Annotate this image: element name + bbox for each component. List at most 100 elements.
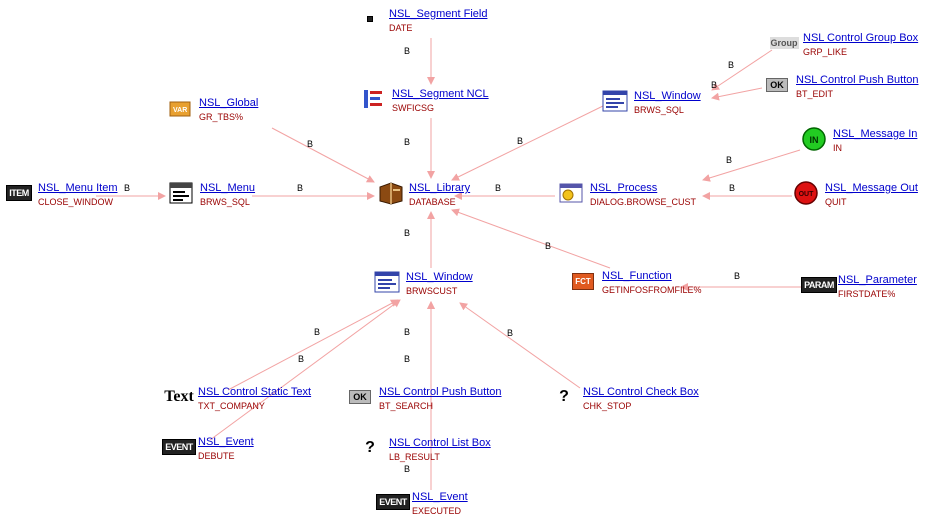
- event-icon: EVENT: [162, 436, 196, 458]
- node-value: BRWSCUST: [406, 286, 458, 296]
- window-icon: [374, 271, 400, 293]
- node-value: IN: [833, 143, 842, 153]
- edge-arrow: [711, 87, 763, 101]
- node-value: CLOSE_WINDOW: [38, 197, 114, 207]
- edge-arrow: [271, 127, 375, 183]
- field-icon: [357, 8, 383, 30]
- node-name[interactable]: NSL_Process: [590, 182, 658, 194]
- parameter-icon: PARAM: [801, 274, 837, 296]
- edge-label: B: [297, 183, 304, 193]
- node-name[interactable]: NSL_Message Out: [825, 182, 918, 194]
- node-value: DATE: [389, 23, 413, 33]
- push-button-icon: OK: [347, 386, 373, 408]
- node-value: GETINFOSFROMFILE%: [602, 285, 702, 295]
- edge-arrow: [227, 299, 399, 391]
- edge-label: B: [726, 155, 733, 165]
- node-name[interactable]: NSL_Event: [412, 491, 468, 503]
- svg-text:OUT: OUT: [799, 191, 815, 198]
- edge-label: B: [307, 139, 314, 149]
- node-value: BRWS_SQL: [200, 197, 250, 207]
- node-value: BT_SEARCH: [379, 401, 434, 411]
- node-value: DIALOG.BROWSE_CUST: [590, 197, 697, 207]
- event-icon: EVENT: [376, 491, 410, 513]
- node-value: TXT_COMPANY: [198, 401, 265, 411]
- node-name[interactable]: NSL Control Push Button: [796, 74, 919, 86]
- node-name[interactable]: NSL_Menu Item: [38, 182, 118, 194]
- node-value: QUIT: [825, 197, 847, 207]
- node-value: EXECUTED: [412, 506, 462, 516]
- node-name[interactable]: NSL_Library: [409, 182, 471, 194]
- edge-label: B: [298, 354, 305, 364]
- node-value: BRWS_SQL: [634, 105, 684, 115]
- svg-text:VAR: VAR: [173, 107, 187, 114]
- edge-arrow: [451, 104, 606, 181]
- node-name[interactable]: NSL Control Push Button: [379, 386, 502, 398]
- node-value: SWFICSG: [392, 103, 434, 113]
- node-name[interactable]: NSL Control Check Box: [583, 386, 699, 398]
- edge-label: B: [495, 183, 502, 193]
- edge-arrow: [209, 299, 401, 441]
- node-name[interactable]: NSL_Function: [602, 270, 672, 282]
- node-name[interactable]: NSL_Menu: [200, 182, 256, 194]
- process-icon: [558, 182, 584, 204]
- edge-label: B: [507, 328, 514, 338]
- menu-icon: [168, 182, 194, 204]
- edge-arrow: [451, 208, 611, 269]
- edge-label: B: [728, 60, 735, 70]
- function-icon: FCT: [570, 270, 596, 292]
- node-name[interactable]: NSL_Event: [198, 436, 254, 448]
- edge-label: B: [404, 327, 411, 337]
- book-icon: [377, 182, 403, 205]
- edge-label: B: [124, 183, 131, 193]
- node-name[interactable]: NSL_Window: [634, 90, 701, 102]
- node-name[interactable]: NSL_Global: [199, 97, 259, 109]
- node-name[interactable]: NSL Control Static Text: [198, 386, 312, 398]
- static-text-icon: Text: [164, 388, 194, 405]
- node-name[interactable]: NSL_Parameter: [838, 274, 917, 286]
- node-name[interactable]: NSL_Segment Field: [389, 8, 488, 20]
- node-value: DATABASE: [409, 197, 456, 207]
- node-value: BT_EDIT: [796, 89, 834, 99]
- node-segment-ncl[interactable]: NSL_Segment NCL SWFICSG: [360, 88, 489, 114]
- menu-item-icon: ITEM: [6, 182, 32, 204]
- edge-label: B: [517, 136, 524, 146]
- edge-arrow: [711, 49, 773, 91]
- question-icon: ?: [365, 439, 375, 456]
- node-value: LB_RESULT: [389, 452, 440, 462]
- node-name[interactable]: NSL Control List Box: [389, 437, 491, 449]
- node-message-in[interactable]: IN NSL_Message In IN: [801, 127, 918, 154]
- edge-label: B: [404, 354, 411, 364]
- edge-arrow: [702, 149, 801, 182]
- node-name[interactable]: NSL_Window: [406, 271, 473, 283]
- node-value: GRP_LIKE: [803, 47, 848, 57]
- node-name[interactable]: NSL_Message In: [833, 128, 918, 140]
- node-name[interactable]: NSL Control Group Box: [803, 32, 919, 44]
- segment-icon: [360, 88, 386, 110]
- edge-label: B: [711, 80, 718, 90]
- message-out-icon: OUT: [793, 181, 819, 205]
- node-name[interactable]: NSL_Segment NCL: [392, 88, 489, 100]
- message-in-icon: IN: [801, 127, 827, 151]
- edge-label: B: [404, 46, 411, 56]
- edge-label: B: [314, 327, 321, 337]
